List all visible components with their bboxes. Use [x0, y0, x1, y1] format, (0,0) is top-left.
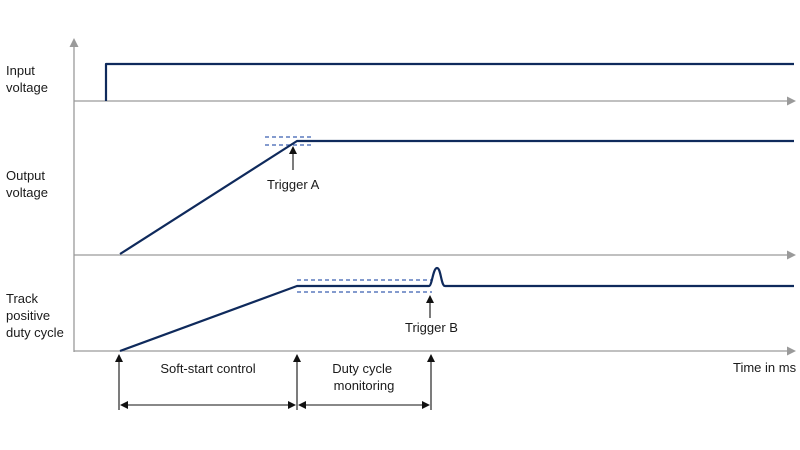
input-voltage-signal	[104, 62, 794, 101]
soft-start-label: Soft-start control	[160, 361, 255, 376]
label-input-voltage: Input voltage	[6, 63, 48, 95]
output-voltage-signal	[119, 139, 794, 255]
label-output-voltage: Output voltage	[6, 168, 49, 200]
time-axis-label: Time in ms	[733, 360, 797, 375]
duty-cycle-signal	[119, 266, 794, 353]
label-track-duty-cycle: Track positive duty cycle	[6, 291, 64, 340]
trigger-b-label: Trigger B	[405, 320, 458, 335]
trigger-a-label: Trigger A	[267, 177, 320, 192]
duty-cycle-monitoring-label: Duty cycle monitoring	[332, 361, 396, 393]
